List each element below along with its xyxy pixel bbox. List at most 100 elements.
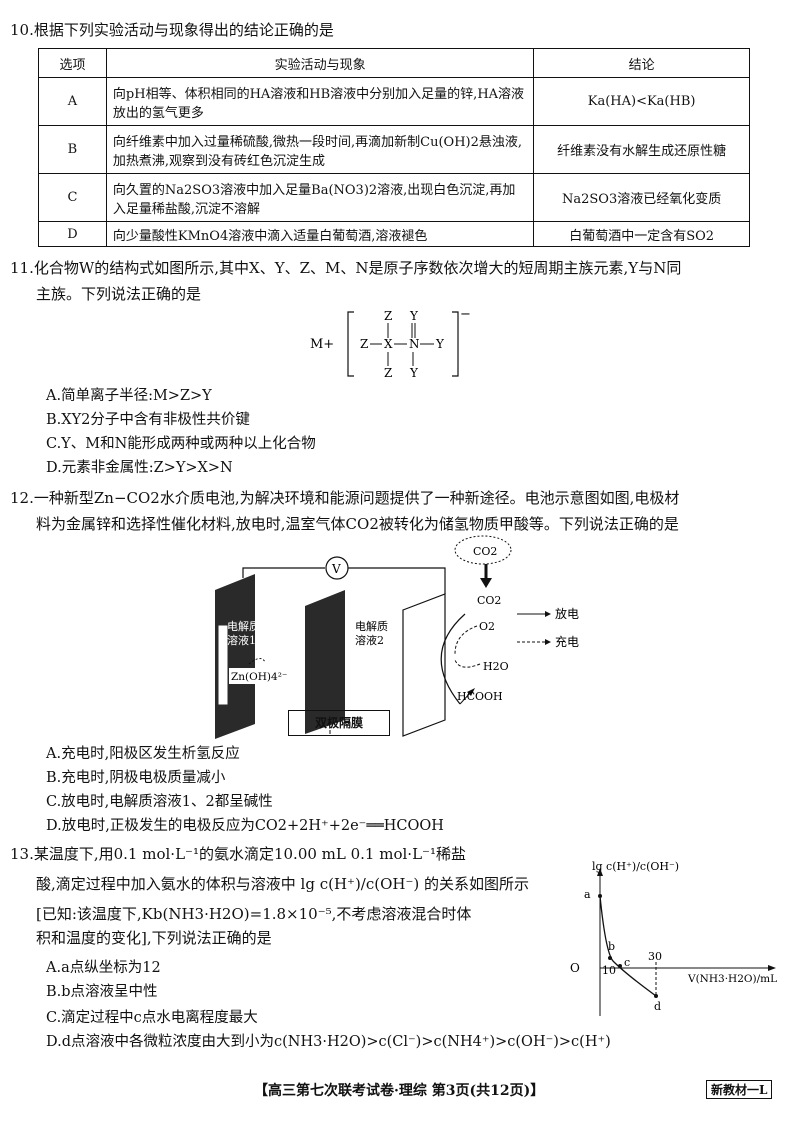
- right-bracket: [452, 311, 459, 377]
- row-conclusion: 白葡萄酒中一定含有SO2: [533, 221, 750, 247]
- row-conclusion: 纤维素没有水解生成还原性糖: [533, 125, 750, 174]
- co2-cloud: [454, 535, 512, 565]
- q11-option-b: B.XY2分子中含有非极性共价键: [46, 412, 250, 428]
- electrolyte1-line1: 电解质: [227, 619, 260, 633]
- electrolyte2-line1: 电解质: [355, 619, 388, 633]
- q11-option-c: C.Y、M和N能形成两种或两种以上化合物: [46, 436, 316, 452]
- charge-curve: [454, 625, 478, 655]
- dashed-arrow: [248, 658, 266, 665]
- point-d-label: d: [654, 1000, 661, 1013]
- page-footer: 【高三第七次联考试卷·理综 第3页(共12页)】: [254, 1083, 545, 1099]
- atom-label: Y: [409, 366, 419, 380]
- x-axis-label: V(NH3·H2O)/mL: [687, 973, 777, 985]
- electrode-tab: [243, 578, 255, 598]
- h2o-label: H2O: [483, 660, 509, 673]
- down-arrow-icon: [480, 578, 492, 588]
- y-axis-arrow-icon: [597, 868, 603, 876]
- zincate-label: Zn(OH)4²⁻: [231, 671, 287, 683]
- point-a-label: a: [584, 888, 591, 901]
- point-c-label: c: [624, 956, 630, 969]
- q11-option-a: A.简单离子半径:M>Z>Y: [46, 388, 212, 404]
- atom-label: Y: [409, 309, 419, 323]
- zincate-label-bg: [229, 668, 285, 684]
- row-experiment: 向纤维素中加入过量稀硫酸,微热一段时间,再滴加新制Cu(OH)2悬浊液,加热煮沸…: [105, 125, 535, 174]
- row-option: D: [38, 221, 107, 247]
- row-experiment: 向久置的Na2SO3溶液中加入足量Ba(NO3)2溶液,出现白色沉淀,再加入足量…: [105, 173, 535, 222]
- atom-label: Z: [384, 309, 392, 323]
- point-b: [608, 956, 612, 960]
- co2-label: CO2: [477, 594, 501, 607]
- electrolyte2-line2: 溶液2: [355, 633, 384, 647]
- q12-option-c: C.放电时,电解质溶液1、2都呈碱性: [46, 794, 273, 810]
- row-option: C: [38, 173, 107, 222]
- atom-label: Z: [384, 366, 392, 380]
- wire: [348, 567, 446, 594]
- q13-option-b: B.b点溶液呈中性: [46, 984, 158, 1000]
- table-header-row: 选项 实验活动与现象 结论: [38, 48, 750, 78]
- left-bracket: [347, 311, 354, 377]
- q11-option-d: D.元素非金属性:Z>Y>X>N: [46, 460, 233, 476]
- row-conclusion: Ka(HA)<Ka(HB): [533, 77, 750, 126]
- x-tick-label: 10: [602, 964, 616, 977]
- q11-stem-line2: 主族。下列说法正确的是: [36, 285, 202, 303]
- legend-charge: 充电: [555, 634, 579, 649]
- q13-stem-line3: [已知:该温度下,Kb(NH3·H2O)=1.8×10⁻⁵,不考虑溶液混合时体: [36, 905, 472, 923]
- row-experiment: 向pH相等、体积相同的HA溶液和HB溶液中分别加入足量的锌,HA溶液放出的氢气更…: [105, 77, 535, 126]
- membrane-label: 双极隔膜: [288, 710, 390, 736]
- q11-stem-line1: 11.化合物W的结构式如图所示,其中X、Y、Z、M、N是原子序数依次增大的短周期…: [10, 259, 682, 277]
- cloud-label: CO2: [473, 545, 497, 558]
- atom-label: N: [409, 337, 420, 351]
- wire: [242, 567, 325, 578]
- q12-stem-line1: 12.一种新型Zn−CO2水介质电池,为解决环境和能源问题提供了一种新途径。电池…: [10, 489, 680, 507]
- q13-titration-chart: lg c(H⁺)/c(OH⁻) O V(NH3·H2O)/mL 10 30 a …: [570, 860, 777, 1016]
- q12-option-d: D.放电时,正极发生的电极反应为CO2+2H⁺+2e⁻══HCOOH: [46, 818, 444, 834]
- point-c: [618, 964, 622, 968]
- table-row: A 向pH相等、体积相同的HA溶液和HB溶液中分别加入足量的锌,HA溶液放出的氢…: [38, 77, 750, 126]
- titration-curve: [599, 895, 657, 997]
- cation-label: M+: [310, 337, 334, 352]
- charge-curve-tail: [454, 659, 481, 668]
- electrode-slot: [218, 625, 228, 705]
- edition-badge: 新教材一L: [706, 1080, 773, 1099]
- electrolyte1-line2: 溶液1: [227, 633, 256, 647]
- arrow-right-icon: [545, 611, 551, 617]
- q13-stem-line2: 酸,滴定过程中加入氨水的体积与溶液中 lg c(H⁺)/c(OH⁻) 的关系如图…: [36, 875, 530, 893]
- bipolar-membrane: [305, 590, 345, 734]
- q10-table: 选项 实验活动与现象 结论 A 向pH相等、体积相同的HA溶液和HB溶液中分别加…: [38, 48, 750, 247]
- atom-label: X: [384, 337, 393, 351]
- col-header-experiment: 实验活动与现象: [105, 48, 535, 78]
- voltmeter-label: V: [331, 562, 341, 576]
- q12-option-b: B.充电时,阴极电极质量减小: [46, 770, 226, 786]
- q12-battery-diagram: CO2 V 电解质 溶液1 Zn(OH)4²⁻ 电解质 溶液2 CO2 O2 H…: [215, 535, 579, 739]
- table-row: C 向久置的Na2SO3溶液中加入足量Ba(NO3)2溶液,出现白色沉淀,再加入…: [38, 173, 750, 222]
- o2-label: O2: [479, 620, 495, 633]
- catalyst-electrode: [402, 593, 446, 737]
- y-axis-label: lg c(H⁺)/c(OH⁻): [592, 860, 679, 873]
- row-experiment: 向少量酸性KMnO4溶液中滴入适量白葡萄酒,溶液褪色: [105, 221, 535, 247]
- col-header-conclusion: 结论: [533, 48, 750, 78]
- col-header-option: 选项: [38, 48, 107, 78]
- q13-stem-line4: 积和温度的变化],下列说法正确的是: [36, 929, 272, 947]
- point-b-label: b: [608, 940, 615, 953]
- q13-option-a: A.a点纵坐标为12: [46, 960, 161, 976]
- arrow-right-icon: [545, 639, 551, 645]
- row-option: B: [38, 125, 107, 174]
- atom-label: Z: [360, 337, 368, 351]
- x-axis-arrow-icon: [768, 965, 776, 971]
- q13-option-c: C.滴定过程中c点水电离程度最大: [46, 1010, 258, 1026]
- table-row: D 向少量酸性KMnO4溶液中滴入适量白葡萄酒,溶液褪色 白葡萄酒中一定含有SO…: [38, 221, 750, 247]
- legend-discharge: 放电: [555, 606, 579, 621]
- point-d: [654, 994, 658, 998]
- row-conclusion: Na2SO3溶液已经氧化变质: [533, 173, 750, 222]
- arrow-head-icon: [467, 688, 475, 696]
- q12-stem-line2: 料为金属锌和选择性催化材料,放电时,温室气体CO2被转化为储氢物质甲酸等。下列说…: [36, 515, 679, 533]
- table-row: B 向纤维素中加入过量稀硫酸,微热一段时间,再滴加新制Cu(OH)2悬浊液,加热…: [38, 125, 750, 174]
- q11-structure-diagram: M+ − Z Y Z X N Y Z Y: [310, 307, 471, 380]
- q13-option-d: D.d点溶液中各微粒浓度由大到小为c(NH3·H2O)>c(Cl⁻)>c(NH4…: [46, 1034, 611, 1050]
- q13-stem-line1: 13.某温度下,用0.1 mol·L⁻¹的氨水滴定10.00 mL 0.1 mo…: [10, 845, 466, 863]
- x-tick-label: 30: [648, 950, 662, 963]
- q12-option-a: A.充电时,阳极区发生析氢反应: [46, 746, 240, 762]
- anion-charge: −: [460, 307, 471, 322]
- hcooh-label: HCOOH: [457, 690, 503, 703]
- discharge-curve: [440, 613, 466, 705]
